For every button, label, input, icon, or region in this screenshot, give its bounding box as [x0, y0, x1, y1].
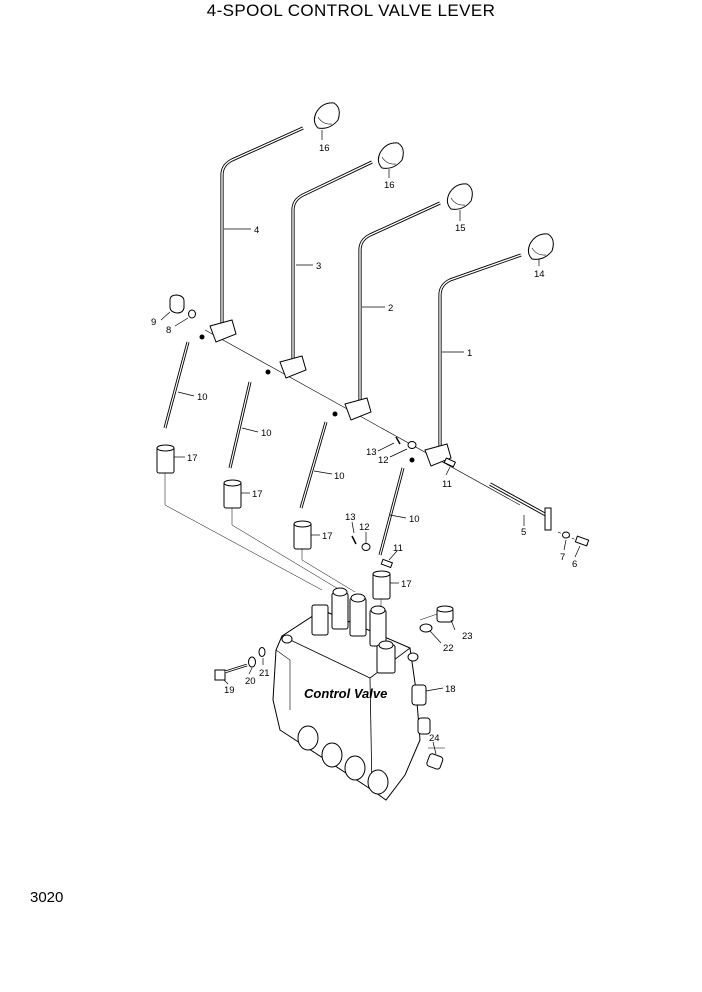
boot-17c	[293, 520, 312, 550]
callout-3: 3	[316, 261, 321, 272]
washer-21	[258, 647, 266, 657]
callout-10a: 10	[197, 392, 208, 403]
control-valve-body	[272, 587, 431, 801]
callout-13b: 13	[345, 512, 356, 523]
o-ring-22	[419, 623, 433, 633]
callout-5: 5	[521, 527, 526, 538]
callout-12a: 12	[378, 455, 389, 466]
callout-1: 1	[467, 348, 472, 359]
callout-17d: 17	[401, 579, 412, 590]
cap-9	[169, 294, 185, 314]
fitting-23	[436, 605, 454, 623]
callout-8: 8	[166, 325, 171, 336]
callout-23: 23	[462, 631, 473, 642]
callout-2: 2	[388, 303, 393, 314]
pivot-shaft	[489, 482, 590, 547]
bolt-19	[214, 663, 248, 681]
fitting-24	[426, 747, 445, 770]
link-rod-10c	[299, 421, 328, 509]
control-valve-label: Control Valve	[304, 686, 387, 701]
washer-8	[188, 309, 196, 319]
page-title: 4-SPOOL CONTROL VALVE LEVER	[206, 1, 496, 20]
callout-10b: 10	[261, 428, 272, 439]
callout-22: 22	[443, 643, 454, 654]
callout-24: 24	[429, 733, 440, 744]
callout-11b: 11	[393, 543, 403, 554]
knob-16b	[377, 142, 404, 169]
callout-9: 9	[151, 317, 156, 328]
callout-18: 18	[445, 684, 456, 695]
callout-17a: 17	[187, 453, 198, 464]
link-rod-10b	[228, 381, 252, 469]
callout-16b: 16	[384, 180, 395, 191]
pin-hardware	[351, 436, 457, 569]
link-rod-10a	[163, 341, 190, 429]
callout-10c: 10	[334, 471, 345, 482]
lever-3	[265, 160, 373, 379]
lever-2	[332, 201, 441, 421]
callout-7: 7	[560, 552, 565, 563]
boot-17d	[372, 570, 391, 600]
callout-6: 6	[572, 559, 577, 570]
callout-17c: 17	[322, 531, 333, 542]
lever-1	[409, 253, 522, 467]
callout-21: 21	[259, 668, 270, 679]
callout-17b: 17	[252, 489, 263, 500]
knob-15	[446, 183, 473, 210]
leader-lines	[160, 130, 581, 755]
callout-4: 4	[254, 225, 259, 236]
page-number: 3020	[30, 889, 64, 906]
washer-20	[248, 656, 256, 668]
knob-16a	[313, 102, 340, 129]
boot-17b	[223, 479, 242, 509]
assembly-guide-lines	[164, 473, 441, 621]
pivot-axis-line	[204, 329, 521, 506]
callout-13a: 13	[366, 447, 377, 458]
callout-20: 20	[245, 676, 256, 687]
callout-12b: 12	[359, 522, 370, 533]
callout-14: 14	[534, 269, 545, 280]
knob-14	[527, 233, 554, 260]
boot-17a	[156, 444, 175, 474]
callout-19: 19	[224, 685, 235, 696]
callout-15: 15	[455, 223, 466, 234]
callout-10d: 10	[409, 514, 420, 525]
link-rod-10d	[378, 467, 405, 556]
lever-4	[199, 126, 304, 343]
callout-16a: 16	[319, 143, 330, 154]
callout-11a: 11	[442, 479, 452, 490]
